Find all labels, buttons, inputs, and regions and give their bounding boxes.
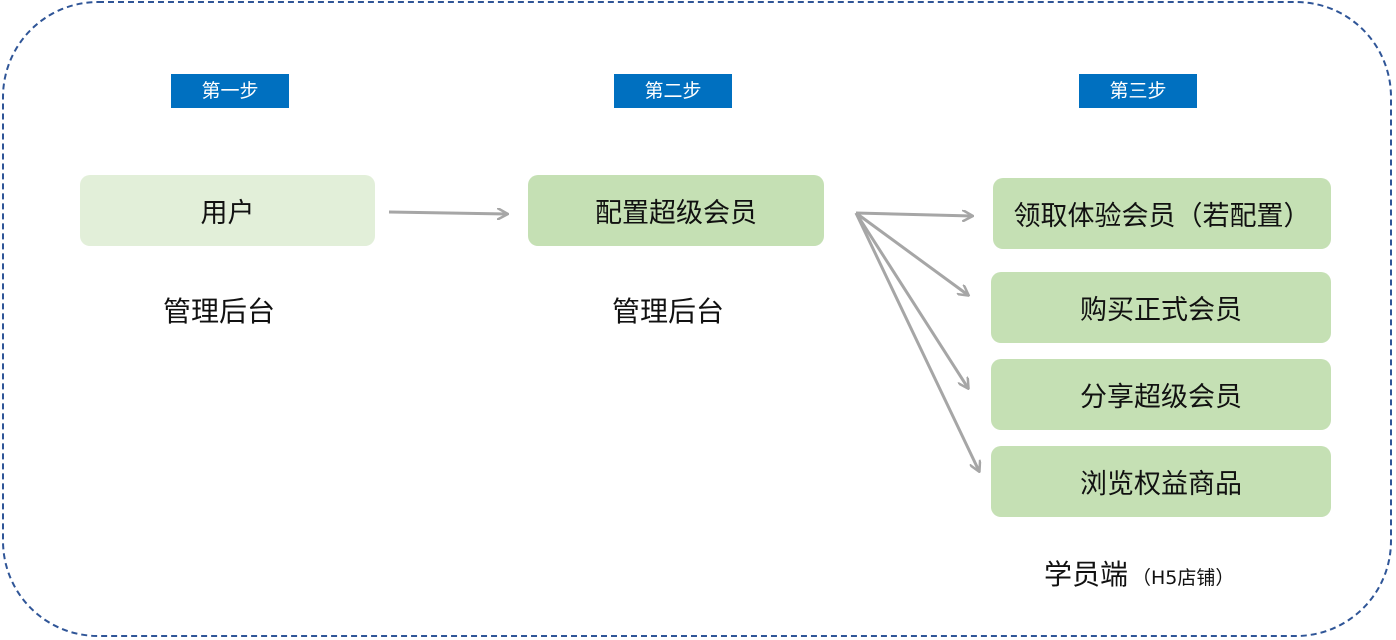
student-caption: 学员端（H5店铺） (1044, 553, 1234, 593)
user-node: 用户 (80, 175, 375, 246)
arrow-to-purchase (855, 211, 968, 295)
user-node-label: 用户 (200, 198, 255, 229)
buy-formal-member-node: 购买正式会员 (991, 272, 1331, 343)
buy-formal-member-label: 购买正式会员 (1080, 295, 1242, 326)
arrow-to-share (854, 212, 968, 388)
arrow-user-to-configure (388, 212, 507, 214)
browse-benefit-goods-node: 浏览权益商品 (991, 446, 1331, 517)
share-super-member-label: 分享超级会员 (1080, 382, 1242, 413)
step-two-tag: 第二步 (614, 74, 732, 108)
step-three-tag: 第三步 (1079, 74, 1197, 108)
arrow-to-trial (855, 213, 972, 216)
arrow-to-browse (854, 212, 979, 471)
configure-super-member-node: 配置超级会员 (528, 175, 824, 246)
configure-super-member-label: 配置超级会员 (595, 198, 757, 229)
claim-trial-member-label: 领取体验会员（若配置） (1013, 201, 1311, 232)
step-one-tag: 第一步 (171, 74, 289, 108)
student-caption-main: 学员端 (1044, 558, 1129, 591)
student-caption-sub: （H5店铺） (1132, 567, 1235, 589)
share-super-member-node: 分享超级会员 (991, 359, 1331, 430)
admin-caption-step1: 管理后台 (163, 295, 276, 328)
claim-trial-member-node: 领取体验会员（若配置） (993, 178, 1331, 249)
browse-benefit-goods-label: 浏览权益商品 (1080, 469, 1242, 500)
admin-caption-step2: 管理后台 (612, 295, 725, 328)
